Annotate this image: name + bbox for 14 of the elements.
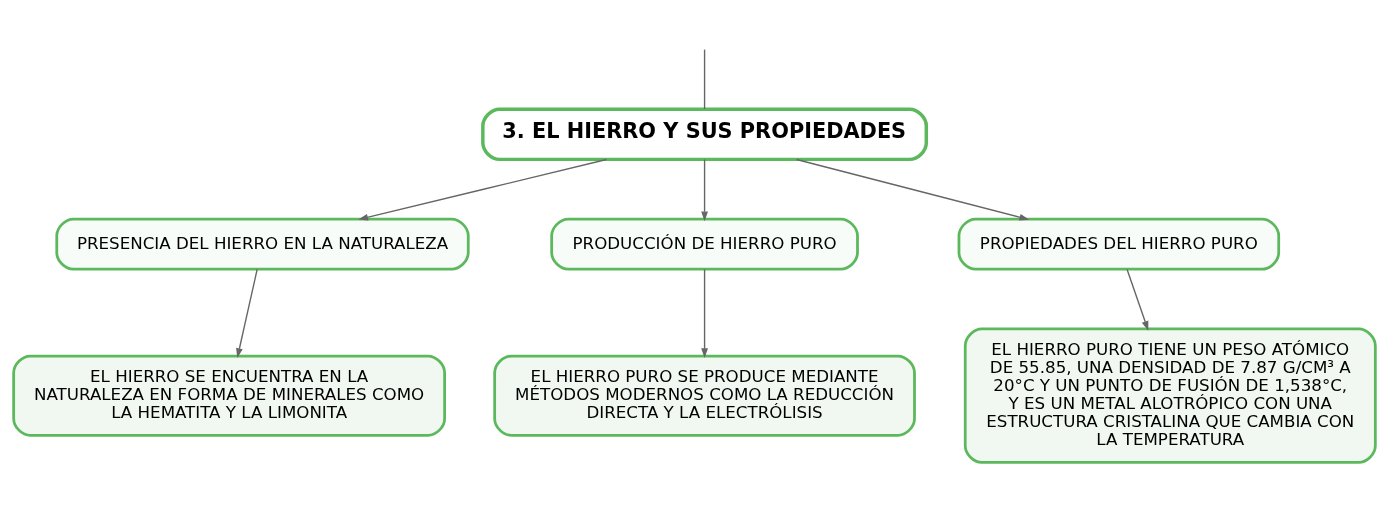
node-box: PRESENCIA DEL HIERRO EN LA NATURALEZA xyxy=(55,217,470,271)
arrow xyxy=(236,268,258,358)
arrow xyxy=(795,158,1030,221)
arrow xyxy=(701,158,708,222)
node-box: EL HIERRO SE ENCUENTRA EN LA NATURALEZA EN FORMA DE MINERALES COMO LA HEMATITA Y LA LIMONITA xyxy=(12,354,446,437)
node-box: 3. EL HIERRO Y SUS PROPIEDADES xyxy=(481,107,929,162)
arrow xyxy=(358,158,608,221)
node-box: EL HIERRO PURO TIENE UN PESO ATÓMICO DE 55.85, UNA DENSIDAD DE 7.87 G/CM³ A 20°C Y UN PUNTO DE FUSIÓN DE 1,538°C, Y ES UN METAL ALOTRÓPICO CON UNA ESTRUCTURA CRISTALINA QUE CAMBIA CON LA TEMPERATURA xyxy=(963,327,1377,464)
arrow xyxy=(701,268,708,359)
node-box: EL HIERRO PURO SE PRODUCE MEDIANTE MÉTODOS MODERNOS COMO LA REDUCCIÓN DIRECTA Y LA ELECTRÓLISIS xyxy=(493,354,916,437)
connector xyxy=(703,48,706,110)
node-box: PRODUCCIÓN DE HIERRO PURO xyxy=(550,217,859,271)
arrow xyxy=(1126,268,1149,331)
node-box: PROPIEDADES DEL HIERRO PURO xyxy=(957,217,1281,271)
